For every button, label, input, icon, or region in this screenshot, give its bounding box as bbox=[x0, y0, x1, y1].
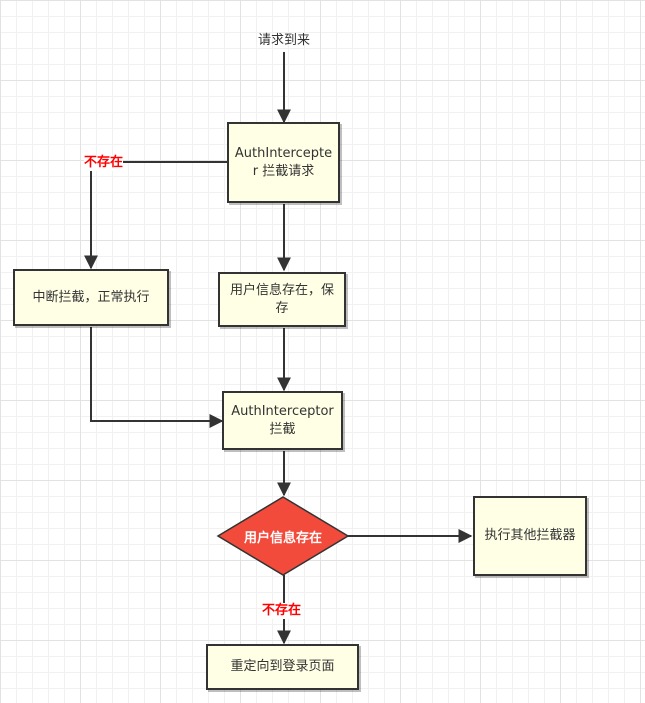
edge-label-not-exists-bottom: 不存在 bbox=[262, 603, 302, 619]
start-node[interactable]: 请求到来 bbox=[257, 33, 310, 48]
edge-interrupt-to-auth2 bbox=[90, 327, 224, 428]
interrupt-label: 中断拦截，正常执行 bbox=[32, 289, 150, 305]
user-exists-save-label: 用户信息存在，保存 bbox=[229, 282, 334, 316]
edge-auth1-to-interrupt bbox=[84, 161, 227, 270]
decision-diamond[interactable] bbox=[216, 496, 350, 576]
redirect-login-label: 重定向到登录页面 bbox=[230, 659, 335, 674]
auth-interceptor-node[interactable]: AuthInterceptor 拦截 bbox=[222, 391, 343, 450]
user-exists-save-node[interactable]: 用户信息存在，保存 bbox=[218, 272, 346, 327]
edge-label-not-exists-left: 不存在 bbox=[84, 155, 124, 171]
redirect-login-node[interactable]: 重定向到登录页面 bbox=[206, 644, 359, 690]
interrupt-node[interactable]: 中断拦截，正常执行 bbox=[13, 269, 169, 326]
run-other-interceptors-label: 执行其他拦截器 bbox=[484, 528, 576, 543]
decision-label: 用户信息存在 bbox=[243, 530, 322, 546]
auth-intercepter-node[interactable]: AuthIntercepter 拦截请求 bbox=[227, 122, 340, 203]
auth-interceptor-label: AuthInterceptor 拦截 bbox=[231, 403, 334, 437]
auth-intercepter-label: AuthIntercepter 拦截请求 bbox=[234, 145, 333, 179]
run-other-interceptors-node[interactable]: 执行其他拦截器 bbox=[473, 496, 587, 576]
